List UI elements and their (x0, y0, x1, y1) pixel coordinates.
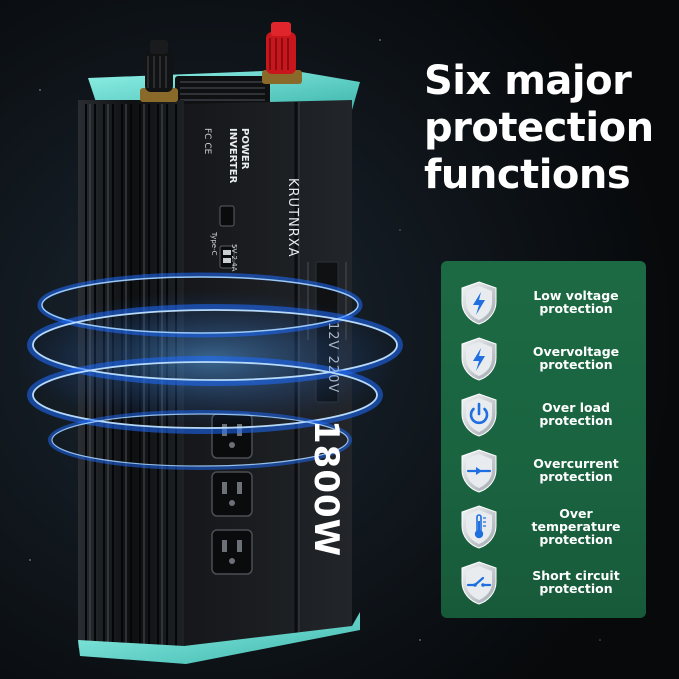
bolt-icon (461, 337, 497, 381)
feature-label-line: protection (539, 469, 613, 484)
device-type-line1: POWER (239, 128, 250, 170)
switch-icon (461, 561, 497, 605)
device-cert-marks: FC CE (202, 128, 212, 155)
protection-features-panel: Low voltage protection Overvoltage prote… (441, 261, 646, 618)
feature-label-line: temperature (531, 518, 621, 534)
device-usb-a-label: 5V 2.4A (230, 244, 238, 272)
feature-label-line: Overvoltage (532, 344, 620, 359)
feature-label: Over load protection (511, 389, 641, 439)
feature-label-line: protection (539, 301, 613, 316)
feature-overcurrent: Overcurrent protection (441, 445, 646, 495)
feature-label: Low voltage protection (511, 277, 641, 327)
feature-label-line: Over load (541, 400, 611, 415)
feature-label: Overvoltage protection (511, 333, 641, 383)
bolt-icon (461, 281, 497, 325)
current-icon (461, 449, 497, 493)
feature-label-line: protection (539, 413, 613, 428)
feature-label-line: Overcurrent (533, 456, 619, 471)
device-power-rating: 1800W (306, 420, 346, 558)
device-usb-c-label: Type-C (210, 232, 218, 256)
feature-over-temperature: Over temperature protection (441, 501, 646, 551)
feature-over-load: Over load protection (441, 389, 646, 439)
feature-label-line: Low voltage (533, 288, 619, 303)
device-type-line2: INVERTER (227, 128, 238, 184)
feature-label-line: Short circuit (532, 568, 620, 583)
headline: Six major protection functions (424, 58, 674, 199)
feature-label-line: protection (539, 581, 613, 596)
device-voltage: 12V 220V (325, 322, 340, 394)
feature-label-line: Over (559, 505, 593, 521)
feature-label: Overcurrent protection (511, 445, 641, 495)
thermometer-icon (461, 505, 497, 549)
headline-line-3: functions (424, 152, 631, 198)
feature-label: Short circuit protection (511, 557, 641, 607)
headline-line-1: Six major (424, 58, 632, 104)
feature-overvoltage: Overvoltage protection (441, 333, 646, 383)
feature-low-voltage: Low voltage protection (441, 277, 646, 327)
power-icon (461, 393, 497, 437)
feature-short-circuit: Short circuit protection (441, 557, 646, 607)
headline-line-2: protection (424, 105, 654, 151)
feature-label: Over temperature protection (511, 501, 641, 551)
device-brand: KRUTNRXA (285, 178, 300, 258)
feature-label-line: protection (539, 357, 613, 372)
feature-label-line: protection (539, 531, 613, 547)
